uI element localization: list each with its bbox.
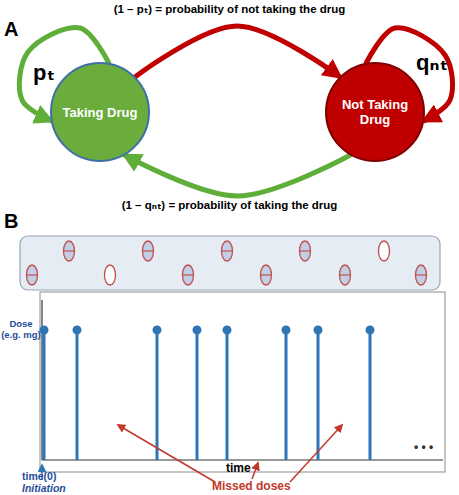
- dose-dot: [74, 327, 80, 333]
- probability-symbol: qₙₜ: [416, 50, 448, 76]
- taken-pill: [261, 265, 272, 285]
- transition-arrow: [125, 155, 350, 196]
- pill-row: [27, 265, 427, 285]
- dose-stem: [226, 330, 229, 460]
- chart-annotation: • • •: [414, 440, 433, 454]
- state-circle: Taking Drug: [50, 62, 150, 162]
- panel-letter: B: [4, 210, 18, 233]
- chart-annotation: Missed doses: [212, 479, 291, 493]
- dose-stems: [41, 327, 373, 460]
- dose-dot: [194, 327, 200, 333]
- missed-pill: [379, 241, 390, 261]
- dose-stem: [156, 330, 159, 460]
- taken-pill: [64, 241, 75, 261]
- state-name: Taking Drug: [63, 105, 138, 120]
- taken-pill: [300, 241, 311, 261]
- dose-dot: [367, 327, 373, 333]
- x-axis: [42, 459, 443, 460]
- dose-dot: [154, 327, 160, 333]
- dose-stem: [285, 330, 288, 460]
- transition-probability: (1 – qₙₜ) = probability of taking the dr…: [0, 198, 459, 212]
- missed-arrow: [290, 425, 342, 482]
- chart-frame: [40, 292, 445, 472]
- chart-annotation: Dose (e.g. mg): [0, 318, 42, 340]
- missed-pill: [105, 265, 116, 285]
- taken-pill: [416, 265, 427, 285]
- probability-symbol: pₜ: [33, 60, 55, 86]
- state-circle: Not Taking Drug: [325, 62, 425, 162]
- taken-pill: [143, 241, 154, 261]
- taken-pill: [183, 265, 194, 285]
- dose-stem: [76, 330, 79, 460]
- panel-letter: A: [4, 18, 18, 41]
- dose-dot: [224, 327, 230, 333]
- taken-pill: [222, 241, 233, 261]
- chart-annotation: Initiation: [22, 482, 66, 494]
- dose-dot: [41, 327, 47, 333]
- pill-strip: [20, 236, 440, 290]
- transition-probability: (1 – pₜ) = probability of not taking the…: [0, 2, 459, 16]
- dose-stem: [317, 330, 320, 460]
- taken-pill: [27, 265, 38, 285]
- chart-annotation: time: [226, 461, 251, 475]
- y-axis: [41, 300, 42, 460]
- missed-arrow: [252, 463, 258, 479]
- transition-arrow: [135, 26, 339, 77]
- pill-row: [64, 241, 390, 261]
- edge-layer: [19, 26, 452, 196]
- state-name: Not Taking Drug: [335, 97, 415, 127]
- dose-stem: [369, 330, 372, 460]
- dose-stem: [196, 330, 199, 460]
- dose-dot: [283, 327, 289, 333]
- missed-arrow: [118, 425, 215, 482]
- chart-annotation: time(0): [22, 470, 56, 482]
- dose-dot: [315, 327, 321, 333]
- dose-stem: [43, 330, 46, 460]
- taken-pill: [340, 265, 351, 285]
